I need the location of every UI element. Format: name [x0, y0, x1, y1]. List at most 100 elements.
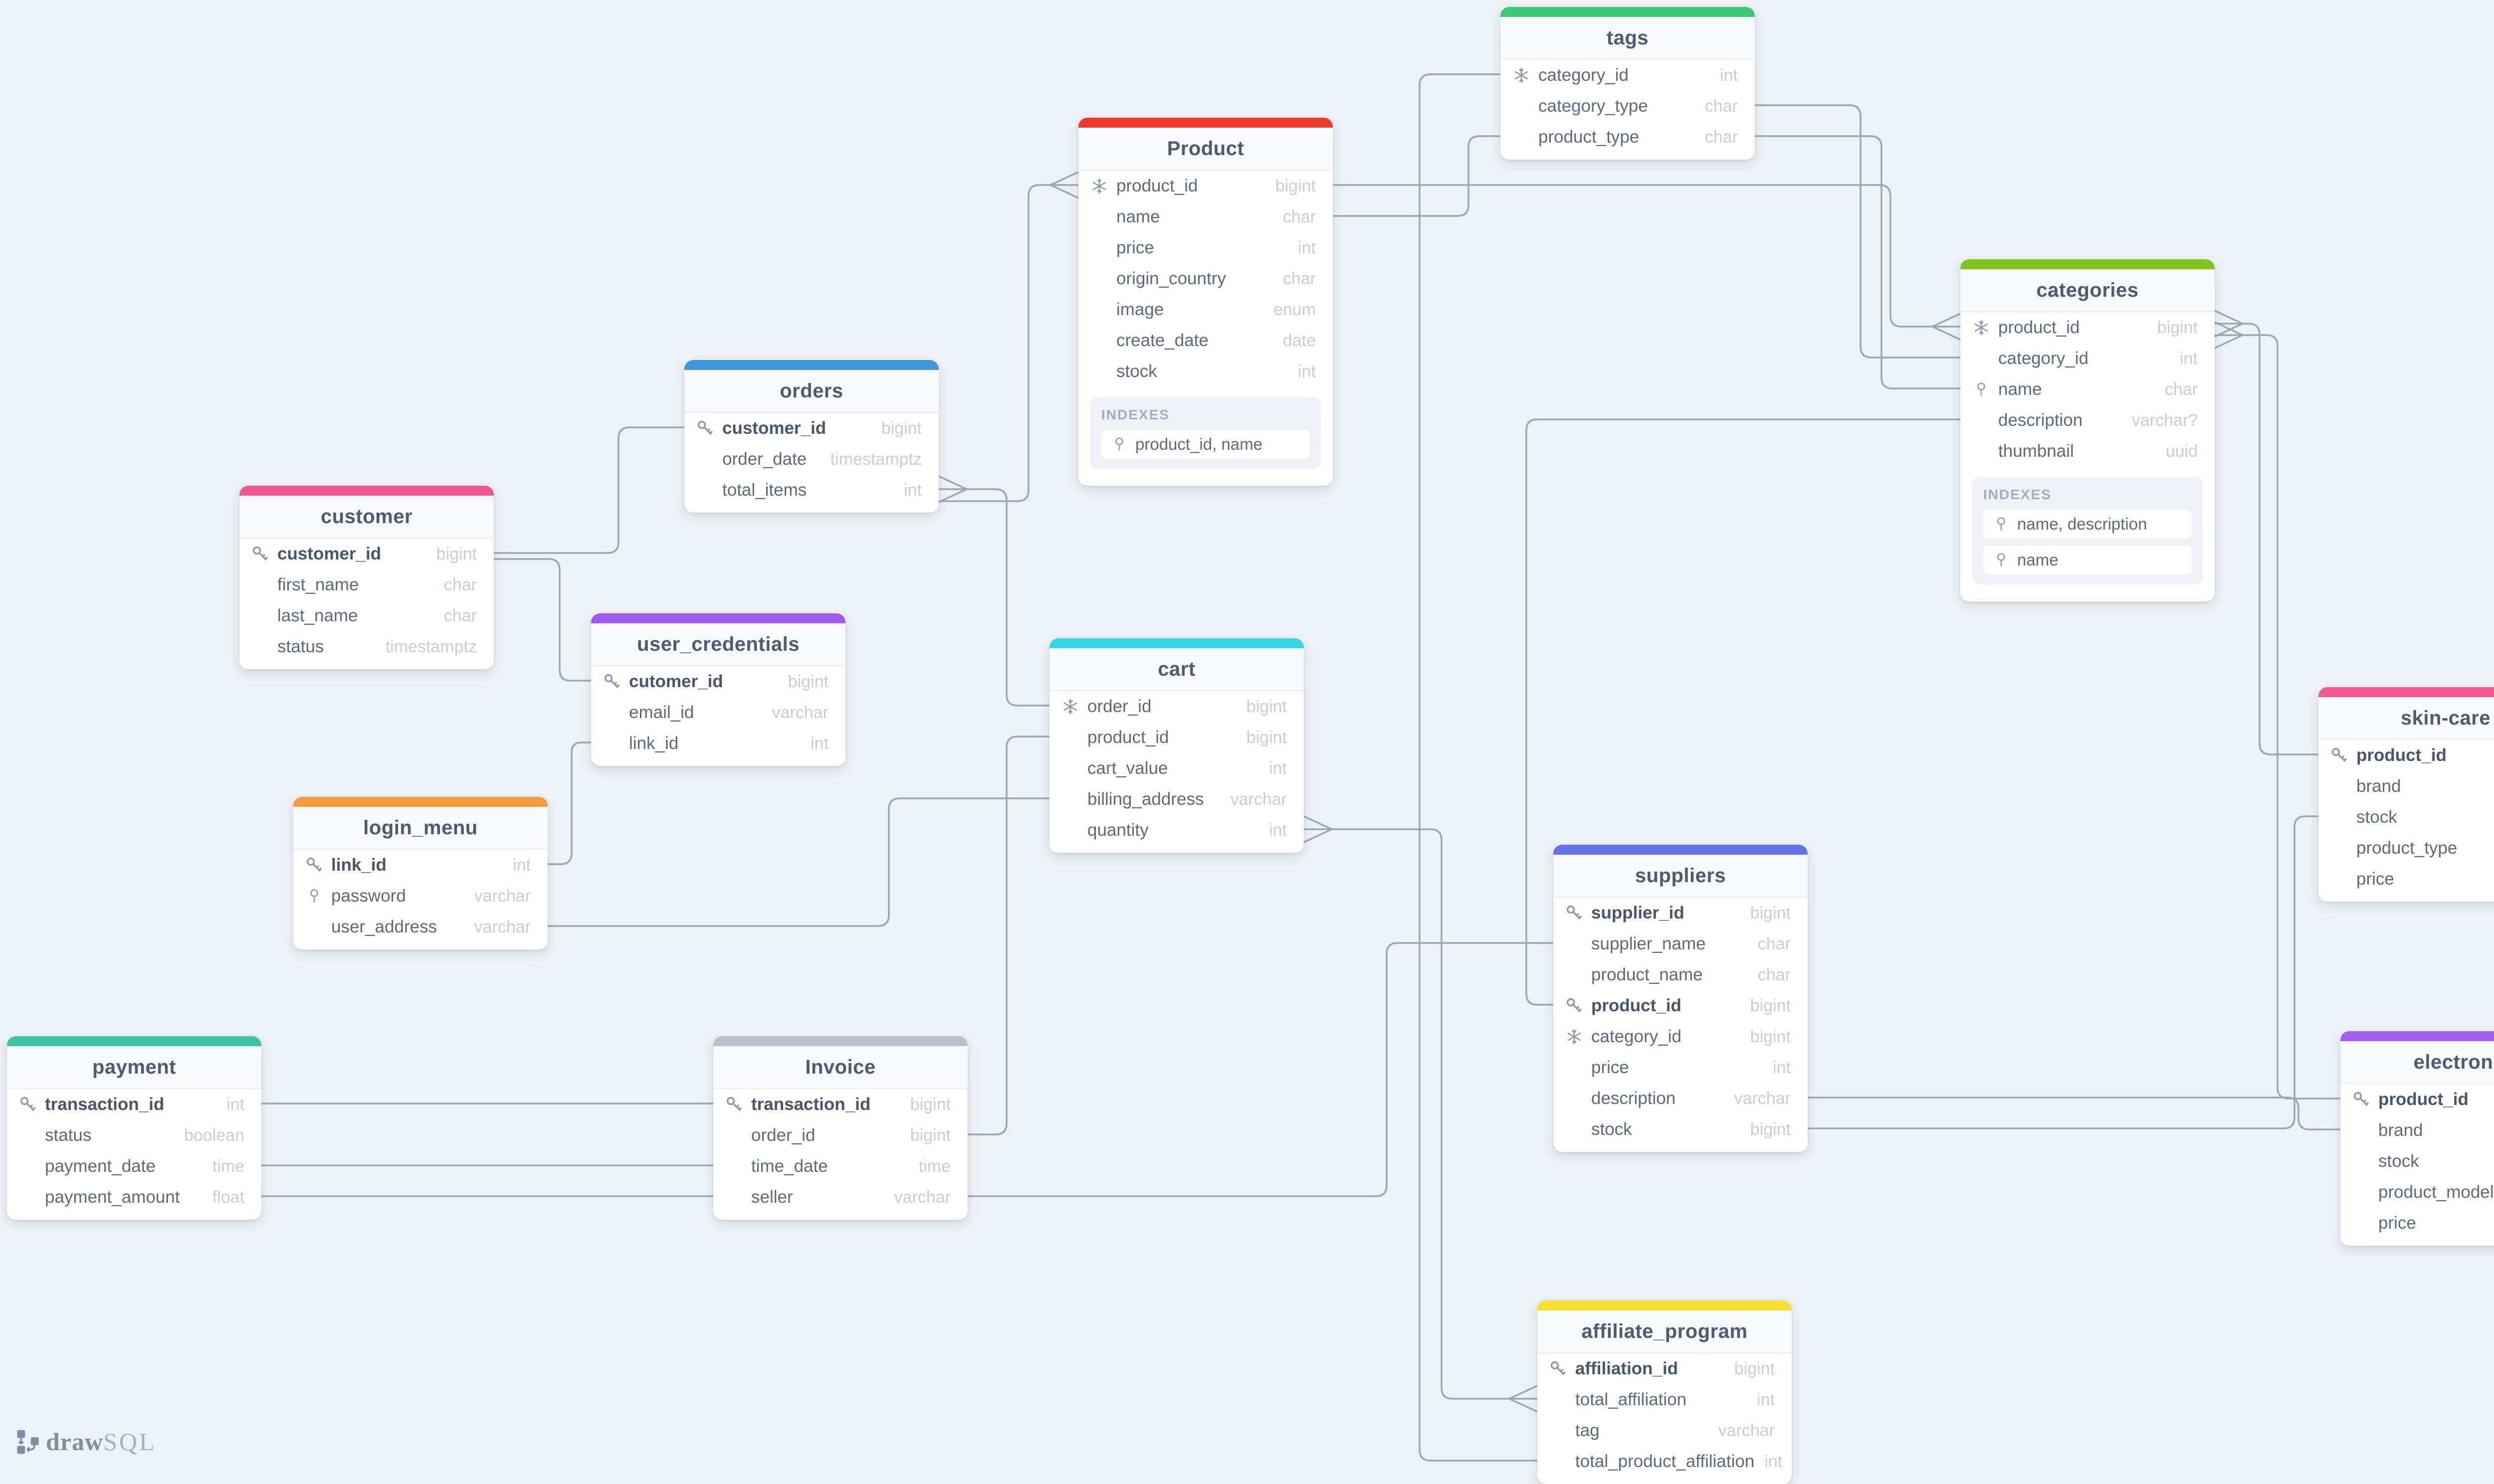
table-title[interactable]: customer: [239, 496, 494, 539]
relationship-line[interactable]: [968, 736, 1049, 1135]
relationship-line[interactable]: [968, 942, 1553, 1197]
field-row-brand[interactable]: brandchar: [2318, 771, 2494, 802]
table-title[interactable]: electronics: [2340, 1041, 2494, 1084]
relationship-line[interactable]: [548, 742, 591, 865]
relationship-line[interactable]: [939, 184, 1078, 502]
table-title[interactable]: affiliate_program: [1537, 1310, 1792, 1353]
table-title[interactable]: categories: [1960, 269, 2215, 312]
relationship-line[interactable]: [1808, 815, 2318, 1129]
relationship-line[interactable]: [1755, 135, 1960, 389]
index-pill[interactable]: name, description: [1983, 510, 2192, 539]
table-title[interactable]: Product: [1078, 128, 1333, 171]
relationship-line[interactable]: [939, 488, 1049, 707]
table-title[interactable]: skin-care: [2318, 697, 2494, 740]
table-title[interactable]: suppliers: [1553, 855, 1808, 898]
table-title[interactable]: payment: [7, 1046, 261, 1089]
relationship-line[interactable]: [1333, 135, 1500, 217]
relationship-line[interactable]: [1304, 828, 1537, 1400]
field-row-product_model[interactable]: product_modelvarchar: [2340, 1177, 2494, 1208]
relationship-line[interactable]: [1808, 1097, 2340, 1130]
table-title[interactable]: login_menu: [293, 807, 548, 850]
relationship-line[interactable]: [1755, 104, 1960, 359]
field-row-product_type[interactable]: product_typevarchar: [2318, 833, 2494, 864]
field-row-brand[interactable]: brandchar: [2340, 1115, 2494, 1146]
table-electronics[interactable]: electronics product_idbigintbrandcharsto…: [2340, 1031, 2494, 1246]
table-title[interactable]: tags: [1500, 17, 1755, 60]
relationship-line[interactable]: [548, 797, 1049, 927]
relationship-line[interactable]: [1419, 73, 1537, 1462]
table-title[interactable]: Invoice: [713, 1046, 968, 1089]
table-title[interactable]: orders: [684, 370, 939, 413]
index-pill[interactable]: name: [1983, 546, 2192, 574]
relationship-line[interactable]: [2215, 323, 2318, 755]
relationship-line[interactable]: [1333, 184, 1960, 328]
table-title[interactable]: cart: [1049, 648, 1304, 691]
index-pill[interactable]: product_id, name: [1101, 430, 1310, 459]
relationship-line[interactable]: [1525, 418, 1960, 1006]
